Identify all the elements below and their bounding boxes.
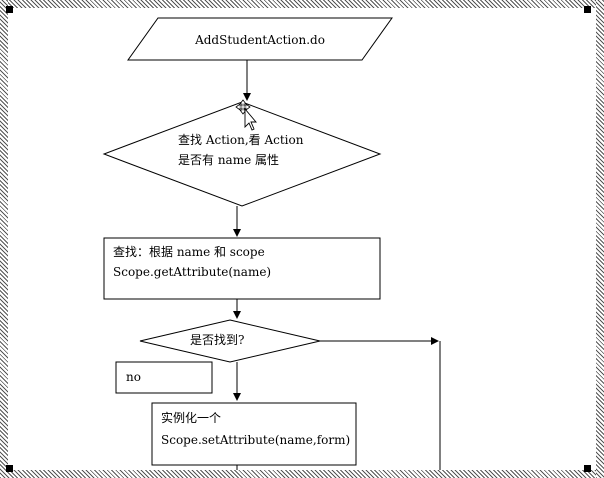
start-io-label: AddStudentAction.do	[195, 33, 325, 47]
decision1-shape[interactable]	[102, 101, 382, 207]
decision2-shape[interactable]	[139, 319, 321, 363]
no-label-box[interactable]	[115, 361, 213, 394]
hatched-frame-top	[0, 0, 604, 8]
decision2-label: 是否找到?	[190, 333, 245, 347]
move-cursor-icon	[235, 99, 257, 131]
resize-handle-bottom-right[interactable]	[584, 465, 591, 472]
process2-label-line2: Scope.setAttribute(name,form)	[161, 433, 351, 447]
hatched-frame-left	[0, 0, 8, 478]
process2-label-line1: 实例化一个	[161, 411, 222, 425]
resize-handle-top-right[interactable]	[584, 6, 591, 13]
process1-shape[interactable]	[103, 237, 381, 300]
process1-label-line1: 查找：根据 name 和 scope	[113, 245, 265, 259]
no-label-text: no	[126, 370, 141, 384]
decision1-label-line2: 是否有 name 属性	[178, 153, 279, 167]
process1-label-line2: Scope.getAttribute(name)	[113, 265, 272, 279]
process2-shape[interactable]	[151, 402, 357, 466]
hatched-frame-bottom	[0, 470, 604, 478]
start-io-shape[interactable]	[127, 17, 393, 61]
hatched-frame-right	[596, 0, 604, 478]
resize-handle-bottom-left[interactable]	[6, 465, 13, 472]
resize-handle-top-left[interactable]	[6, 6, 13, 13]
decision1-label-line1: 查找 Action,看 Action	[178, 133, 304, 147]
